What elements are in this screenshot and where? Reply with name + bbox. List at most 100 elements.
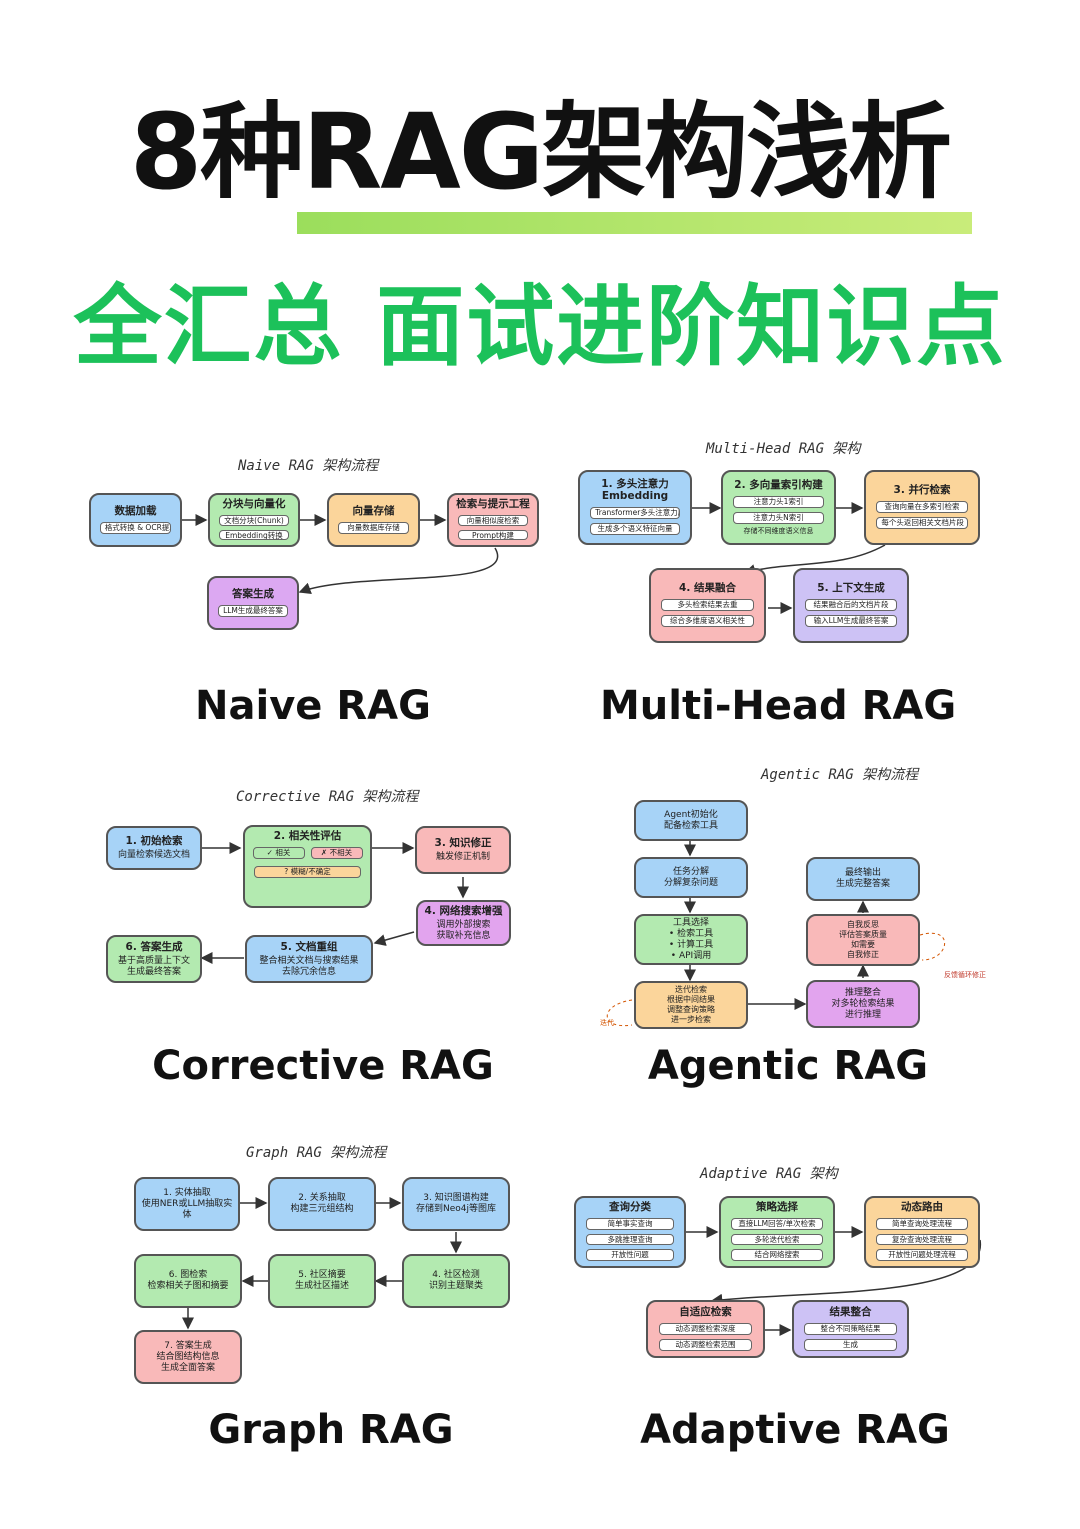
box-chip: 生成 [804,1338,897,1351]
box-chip: 简单事实查询 [586,1218,674,1230]
naive-rag-label: Naive RAG [195,683,431,729]
graph-box-summary: 5. 社区摘要 生成社区描述 [268,1254,376,1308]
agentic-box-decompose: 任务分解 分解复杂问题 [634,857,748,898]
page-subtitle: 全汇总 面试进阶知识点 [73,275,1007,378]
box-line: 识别主题聚类 [428,1281,483,1291]
box-chip: 注意力头1索引 [733,495,824,508]
corrective-box-correct: 3. 知识修正 触发修正机制 [415,826,511,874]
corrective-box-eval: 2. 相关性评估 ✓ 相关 ✗ 不相关 ? 模糊/不确定 [243,825,372,908]
agentic-iterate-note: 迭代 [600,1019,614,1027]
box-note: 存储不同维度语义信息 [743,526,814,535]
box-chip: 每个头返回相关文档片段 [876,517,968,529]
graph-box-relation: 2. 关系抽取 构建三元组结构 [268,1177,376,1231]
box-chip: Transformer多头注意力层 [590,507,680,519]
corrective-box-answer: 6. 答案生成 基于高质量上下文 生成最终答案 [106,935,202,983]
corrective-diagram-title: Corrective RAG 架构流程 [236,789,419,805]
box-line: 自我反思 [847,920,879,929]
box-line: 构建三元组结构 [290,1204,354,1214]
box-chip: 多轮迭代检索 [731,1233,823,1246]
box-chip: 向量数据库存储 [337,521,410,534]
relevant-chip: ✓ 相关 [252,847,305,859]
graph-box-retrieval: 6. 图检索 检索相关子图和摘要 [134,1254,242,1308]
box-line: 结合图结构信息 [156,1351,220,1362]
naive-box-answer: 答案生成 LLM生成最终答案 [207,576,299,630]
multihead-diagram-title: Multi-Head RAG 架构 [706,441,861,457]
box-line: 4. 社区检测 [432,1270,480,1280]
box-chip: 结合网络搜索 [731,1249,823,1262]
box-line: 6. 图检索 [168,1270,208,1280]
box-line: 7. 答案生成 [164,1340,212,1351]
box-chip: Prompt构建 [457,529,529,540]
multihead-box-embedding: 1. 多头注意力Embedding Transformer多头注意力层 生成多个… [578,470,692,545]
box-chip: 注意力头N索引 [733,511,824,524]
adaptive-box-strategy: 策略选择 直接LLM回答/单次检索 多轮迭代检索 结合网络搜索 [719,1196,835,1268]
box-chip: 综合多维度语义相关性 [661,615,754,627]
box-desc: 去除冗余信息 [281,966,336,977]
box-line: 5. 社区摘要 [298,1270,346,1280]
graph-box-kg: 3. 知识图谱构建 存储到Neo4j等图库 [402,1177,510,1231]
multihead-box-context: 5. 上下文生成 结果融合后的文档片段 输入LLM生成最终答案 [793,568,909,643]
box-chip: 结果融合后的文档片段 [805,599,897,611]
ambiguous-chip: ? 模糊/不确定 [253,866,362,878]
box-line: 任务分解 [672,866,709,877]
adaptive-diagram-title: Adaptive RAG 架构 [700,1166,838,1182]
box-chip: 动态调整检索深度 [658,1322,753,1335]
title-underline [297,212,972,234]
box-chip: Embedding转换 [218,529,290,540]
box-chip: 动态调整检索范围 [658,1338,753,1351]
multihead-box-parallel: 3. 并行检索 查询向量在多索引检索 每个头返回相关文档片段 [864,470,980,545]
box-line: 使用NER或LLM抽取实体 [141,1198,233,1220]
eval-row: ✓ 相关 ✗ 不相关 [248,845,367,861]
graph-diagram-title: Graph RAG 架构流程 [246,1145,387,1161]
box-desc: 生成最终答案 [126,966,181,977]
box-title: 1. 多头注意力Embedding [601,478,669,502]
box-title: 2. 相关性评估 [273,830,342,842]
box-chip: 输入LLM生成最终答案 [805,615,897,627]
box-line: • 计算工具 [668,939,714,950]
box-title: 向量存储 [352,504,395,517]
box-chip: 整合不同策略结果 [804,1322,897,1335]
box-line: 进一步检索 [671,1015,711,1024]
adaptive-box-classify: 查询分类 简单事实查询 多跳推理查询 开放性问题 [574,1196,686,1268]
box-line: • API调用 [670,950,712,961]
adaptive-box-merge: 结果整合 整合不同策略结果 生成 [792,1300,909,1358]
naive-box-vector-store: 向量存储 向量数据库存储 [327,493,420,547]
box-title: 4. 网络搜索增强 [424,904,503,917]
box-chip: 开放性问题 [586,1249,674,1262]
naive-box-data-load: 数据加载 格式转换 & OCR提取 [89,493,182,547]
box-title: 3. 并行检索 [893,484,951,496]
box-desc: 调用外部搜索 [436,919,491,930]
box-chip: 直接LLM回答/单次检索 [731,1218,823,1230]
graph-rag-label: Graph RAG [208,1407,454,1453]
box-title: 策略选择 [756,1201,798,1213]
box-chip: 多跳推理查询 [586,1233,674,1246]
box-title: 查询分类 [609,1201,651,1213]
agentic-box-output: 最终输出 生成完整答案 [806,857,920,901]
box-title: 动态路由 [901,1201,943,1213]
agentic-rag-label: Agentic RAG [647,1043,929,1089]
box-desc: 基于高质量上下文 [117,955,190,966]
box-line: 对多轮检索结果 [831,998,895,1009]
multihead-rag-label: Multi-Head RAG [600,683,957,729]
agentic-box-reason: 推理整合 对多轮检索结果 进行推理 [806,980,920,1028]
box-title: 自适应检索 [679,1305,732,1318]
box-line: 生成全面答案 [160,1362,215,1373]
box-desc: 获取补充信息 [436,930,491,941]
box-line: Agent初始化 [664,809,718,820]
box-title: 数据加载 [114,504,157,517]
box-line: 评估答案质量 [839,930,887,939]
box-line: 迭代检索 [675,985,707,994]
corrective-box-reorg: 5. 文档重组 整合相关文档与搜索结果 去除冗余信息 [245,935,373,983]
box-line: • 检索工具 [668,928,714,939]
graph-box-community: 4. 社区检测 识别主题聚类 [402,1254,510,1308]
corrective-box-web: 4. 网络搜索增强 调用外部搜索 获取补充信息 [416,900,511,946]
graph-box-answer: 7. 答案生成 结合图结构信息 生成全面答案 [134,1330,242,1384]
box-line: 3. 知识图谱构建 [423,1193,489,1203]
agentic-diagram-title: Agentic RAG 架构流程 [761,767,919,783]
box-title: 5. 文档重组 [280,940,338,953]
box-title: 2. 多向量索引构建 [734,478,823,491]
box-chip: 查询向量在多索引检索 [876,501,968,513]
agentic-box-init: Agent初始化 配备检索工具 [634,800,748,841]
agentic-box-tools: 工具选择 • 检索工具 • 计算工具 • API调用 [634,914,748,965]
graph-box-entity: 1. 实体抽取 使用NER或LLM抽取实体 [134,1177,240,1231]
